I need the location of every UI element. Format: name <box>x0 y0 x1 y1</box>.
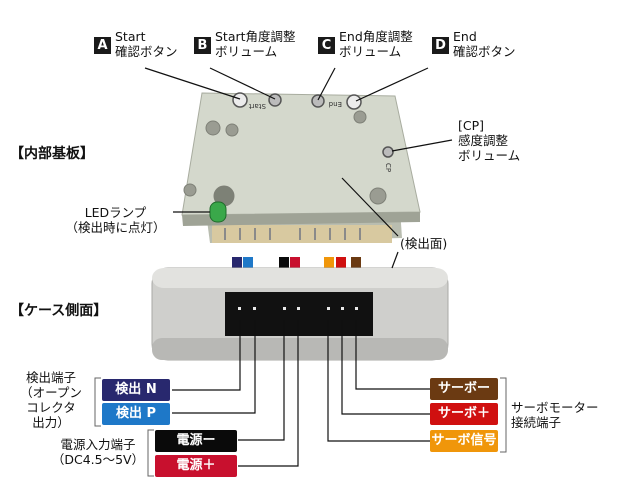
case-bottom-shade <box>152 338 448 360</box>
detect-terminal-line3: コレクタ <box>26 400 76 415</box>
callout-c-label: End角度調整 ボリューム <box>339 29 413 59</box>
badge-c: C <box>318 37 335 54</box>
badge-b: B <box>194 37 211 54</box>
badge-a: A <box>94 37 111 54</box>
leader-lines <box>144 67 453 467</box>
tag-servo-plus: サーボ＋ <box>430 403 498 425</box>
led-label-line1: LEDランプ <box>84 205 147 220</box>
callout-d-line1: End <box>453 29 477 44</box>
end-angle-pot-icon <box>311 94 325 108</box>
section-title-case-side: 【ケース側面】 <box>10 303 108 319</box>
tag-servo-minus: サーボー <box>430 378 498 400</box>
cp-sensitivity-pot-icon <box>382 146 394 158</box>
callout-c-line1: End角度調整 <box>339 29 413 44</box>
cp-label: [CP] 感度調整 ボリューム <box>458 118 520 163</box>
pcb-mounting-holes <box>183 110 387 207</box>
callout-d-line2: 確認ボタン <box>453 44 516 59</box>
cp-label-line3: ボリューム <box>458 148 521 163</box>
callout-b-line2: ボリューム <box>215 44 278 59</box>
terminal-slot <box>225 292 373 336</box>
group-brackets <box>94 377 507 477</box>
detect-terminal-label: 検出端子 （オープン コレクタ 出力） <box>10 370 92 430</box>
servo-terminal-line2: 接続端子 <box>511 415 562 430</box>
tag-power-minus: 電源ー <box>155 430 237 452</box>
servo-terminal-label: サーボモーター 接続端子 <box>511 400 599 430</box>
terminal-pins <box>238 307 358 310</box>
servo-terminal-line1: サーボモーター <box>511 400 599 415</box>
section-title-board: 【内部基板】 <box>10 146 94 162</box>
callout-c-line2: ボリューム <box>339 44 402 59</box>
end-confirm-button-icon <box>346 94 362 110</box>
detect-terminal-line2: （オープン <box>20 385 82 400</box>
callout-d-label: End 確認ボタン <box>453 29 516 59</box>
callout-a-label: Start 確認ボタン <box>115 29 178 59</box>
detect-face-label: (検出面) <box>400 236 448 251</box>
callout-a-line1: Start <box>115 29 146 44</box>
pcb-silk-cp: CP <box>384 163 392 172</box>
power-terminal-label: 電源入力端子 （DC4.5〜5V） <box>50 437 146 467</box>
led-label: LEDランプ （検出時に点灯） <box>58 205 173 235</box>
tag-detect-p: 検出 P <box>102 403 170 425</box>
led-lamp-icon <box>209 201 227 223</box>
callout-b-label: Start角度調整 ボリューム <box>215 29 296 59</box>
callout-a-line2: 確認ボタン <box>115 44 178 59</box>
led-label-line2: （検出時に点灯） <box>65 220 166 235</box>
wire-color-swatches <box>232 257 361 269</box>
pcb-silk-end: End <box>329 100 342 108</box>
pcb-pins <box>224 228 361 240</box>
badge-d: D <box>432 37 449 54</box>
tag-detect-n: 検出 N <box>102 379 170 401</box>
case-top-highlight <box>152 268 448 288</box>
cp-label-line1: [CP] <box>458 118 485 133</box>
detect-terminal-line1: 検出端子 <box>25 370 76 385</box>
pcb-connector-block <box>212 225 392 243</box>
tag-servo-signal: サーボ信号 <box>430 430 498 452</box>
pcb-board-edge <box>182 212 420 226</box>
cp-label-line2: 感度調整 <box>458 133 509 148</box>
start-confirm-button-icon <box>232 92 248 108</box>
pcb-silk-start: Start <box>249 102 266 110</box>
tag-power-plus: 電源＋ <box>155 455 237 477</box>
callout-b-line1: Start角度調整 <box>215 29 296 44</box>
power-terminal-line2: （DC4.5〜5V） <box>51 452 145 467</box>
detect-terminal-line4: 出力） <box>32 415 70 430</box>
start-angle-pot-icon <box>268 93 282 107</box>
power-terminal-line1: 電源入力端子 <box>60 437 136 452</box>
